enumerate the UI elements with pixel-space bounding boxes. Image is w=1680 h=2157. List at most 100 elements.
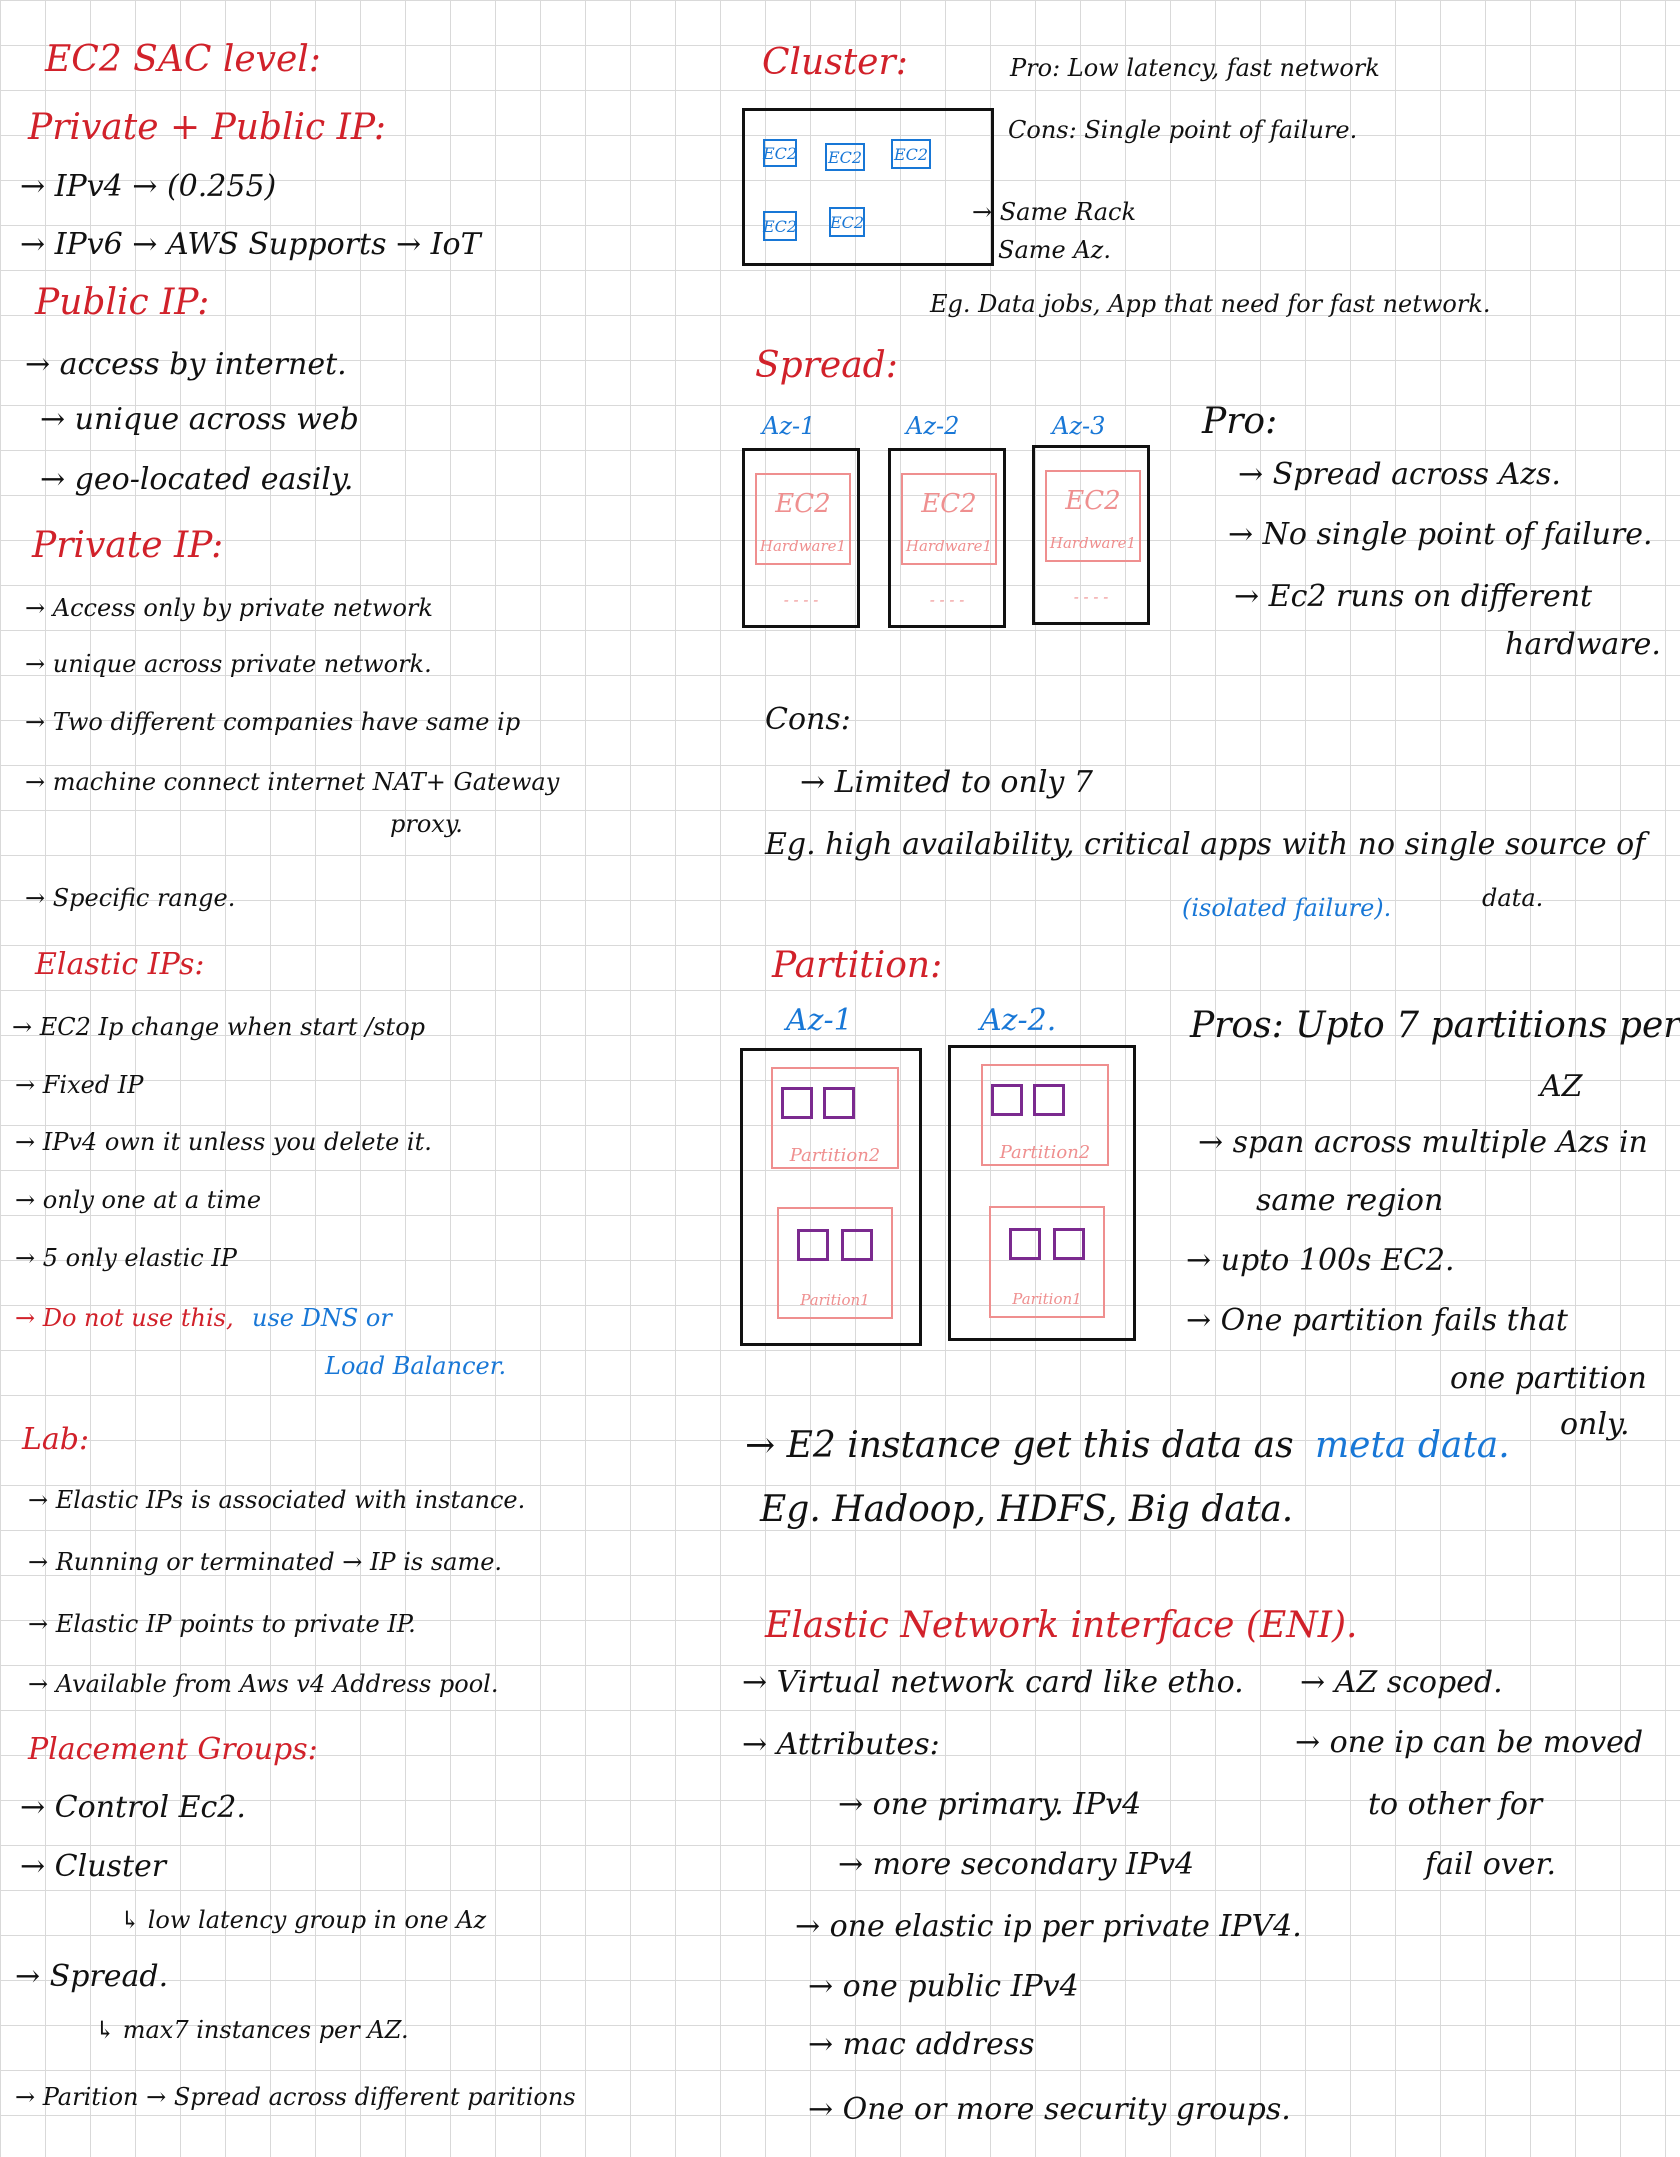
ec2-square — [797, 1229, 829, 1261]
heading-spread: Spread: — [755, 345, 898, 386]
partition-box: Partition2 — [771, 1067, 899, 1169]
spread-example: Eg. high availability, critical apps wit… — [765, 827, 1646, 862]
elastic-line: → 5 only elastic IP — [15, 1244, 237, 1272]
partition-line: one partition — [1450, 1361, 1647, 1396]
az-label: Az-1 — [786, 1003, 853, 1038]
ec2-square — [1053, 1228, 1085, 1260]
heading-public-ip: Public IP: — [35, 282, 210, 323]
private-line: proxy. — [390, 810, 463, 838]
spread-az-box: EC2 Hardware1 - - - - — [888, 448, 1006, 628]
lab-line: → Elastic IP points to private IP. — [28, 1610, 416, 1638]
partition-example: Eg. Hadoop, HDFS, Big data. — [760, 1489, 1294, 1530]
cluster-example: Eg. Data jobs, App that need for fast ne… — [930, 290, 1491, 318]
partition-az-box: Partition2 Parition1 — [948, 1045, 1136, 1341]
heading-private-ip: Private IP: — [32, 525, 224, 566]
eni-line: → Virtual network card like etho. — [742, 1665, 1244, 1700]
cluster-note: Same Az. — [998, 236, 1111, 264]
eni-line: → mac address — [808, 2027, 1035, 2062]
private-line: → Specific range. — [25, 884, 236, 912]
more-dots: - - - - — [929, 591, 965, 609]
elastic-line: → only one at a time — [15, 1186, 262, 1214]
ec2-square — [841, 1229, 873, 1261]
spread-az-box: EC2 Hardware1 - - - - — [742, 448, 860, 628]
partition-box: Parition1 — [989, 1206, 1105, 1318]
cluster-pro: Pro: Low latency, fast network — [1010, 54, 1380, 82]
partition-label: Partition2 — [999, 1142, 1091, 1163]
more-dots: - - - - — [783, 591, 819, 609]
elastic-line: → Fixed IP — [15, 1071, 144, 1099]
partition-pros-cont: AZ — [1540, 1069, 1583, 1104]
partition-label: Parition1 — [1012, 1290, 1082, 1308]
spread-pro-line: hardware. — [1505, 627, 1661, 662]
eni-side-line: to other for — [1368, 1787, 1543, 1822]
placement-line: → Cluster — [20, 1849, 167, 1884]
spread-az-box: EC2 Hardware1 - - - - — [1032, 445, 1150, 625]
partition-line: → span across multiple Azs in — [1198, 1125, 1648, 1160]
heading-placement-groups: Placement Groups: — [28, 1732, 318, 1767]
hardware-label: Hardware1 — [759, 537, 847, 555]
az-label: Az-2 — [906, 412, 960, 440]
spread-pro-line: → Spread across Azs. — [1238, 457, 1561, 492]
az-label: Az-2. — [980, 1003, 1057, 1038]
public-line: → unique across web — [40, 402, 359, 437]
heading-eni: Elastic Network interface (ENI). — [765, 1605, 1358, 1646]
ec2-instance: EC2 — [891, 139, 931, 169]
ipv4-line: → IPv4 → (0.255) — [20, 169, 277, 204]
eni-line: → one primary. IPv4 — [838, 1787, 1142, 1822]
metadata-highlight: meta data. — [1315, 1425, 1510, 1466]
heading-private-public-ip: Private + Public IP: — [28, 107, 386, 148]
ec2-square — [1033, 1084, 1065, 1116]
ec2-square — [1009, 1228, 1041, 1260]
placement-line: → Parition → Spread across different par… — [15, 2083, 576, 2111]
ec2-label: EC2 — [1065, 486, 1121, 516]
elastic-warning: → Do not use this, — [15, 1304, 234, 1332]
ec2-label: EC2 — [921, 489, 977, 519]
private-line: → Two different companies have same ip — [25, 708, 521, 736]
lab-line: → Running or terminated → IP is same. — [28, 1548, 503, 1576]
eni-line: → Attributes: — [742, 1727, 940, 1762]
public-line: → geo-located easily. — [40, 462, 354, 497]
eni-line: → one elastic ip per private IPV4. — [795, 1909, 1302, 1944]
hardware-label: Hardware1 — [905, 537, 993, 555]
private-line: → unique across private network. — [25, 650, 432, 678]
private-line: → machine connect internet NAT+ Gateway — [25, 768, 560, 796]
spread-pro-line: → Ec2 runs on different — [1234, 579, 1593, 614]
more-dots: - - - - — [1073, 588, 1109, 606]
hardware-box: EC2 Hardware1 — [755, 473, 851, 565]
ec2-square — [781, 1087, 813, 1119]
cluster-diagram: EC2 EC2 EC2 EC2 EC2 — [742, 108, 994, 266]
placement-line: ↳ low latency group in one Az — [120, 1906, 487, 1934]
partition-line: same region — [1256, 1183, 1444, 1218]
partition-pros: Pros: Upto 7 partitions per — [1190, 1005, 1680, 1046]
ec2-instance: EC2 — [763, 211, 797, 241]
ec2-square — [991, 1084, 1023, 1116]
elastic-line: → IPv4 own it unless you delete it. — [15, 1128, 432, 1156]
eni-line: → one public IPv4 — [808, 1969, 1079, 2004]
hardware-box: EC2 Hardware1 — [901, 473, 997, 565]
cons-line: → Limited to only 7 — [800, 765, 1093, 800]
partition-az-box: Partition2 Parition1 — [740, 1048, 922, 1346]
elastic-warning-alt: use DNS or — [252, 1304, 392, 1332]
page-title: EC2 SAC level: — [45, 39, 321, 80]
ipv6-line: → IPv6 → AWS Supports → IoT — [20, 227, 481, 262]
placement-line: → Spread. — [15, 1959, 169, 1994]
az-label: Az-1 — [762, 412, 816, 440]
private-line: → Access only by private network — [25, 594, 433, 622]
elastic-warning-alt: Load Balancer. — [325, 1352, 507, 1380]
ec2-instance: EC2 — [825, 143, 865, 171]
elastic-line: → EC2 Ip change when start /stop — [12, 1013, 426, 1041]
spread-example-note: (isolated failure). — [1182, 894, 1392, 922]
ec2-instance: EC2 — [829, 207, 865, 237]
ec2-label: EC2 — [775, 489, 831, 519]
placement-line: ↳ max7 instances per AZ. — [95, 2016, 409, 2044]
cons-heading: Cons: — [765, 702, 851, 737]
spread-pro-line: → No single point of failure. — [1228, 517, 1653, 552]
lab-line: → Available from Aws v4 Address pool. — [28, 1670, 499, 1698]
hardware-box: EC2 Hardware1 — [1045, 470, 1141, 562]
cluster-note: → Same Rack — [972, 198, 1136, 226]
spread-pro-heading: Pro: — [1202, 401, 1278, 442]
ec2-square — [823, 1087, 855, 1119]
metadata-line: → E2 instance get this data as — [745, 1425, 1294, 1466]
partition-line: → One partition fails that — [1186, 1303, 1568, 1338]
heading-partition: Partition: — [772, 945, 943, 986]
